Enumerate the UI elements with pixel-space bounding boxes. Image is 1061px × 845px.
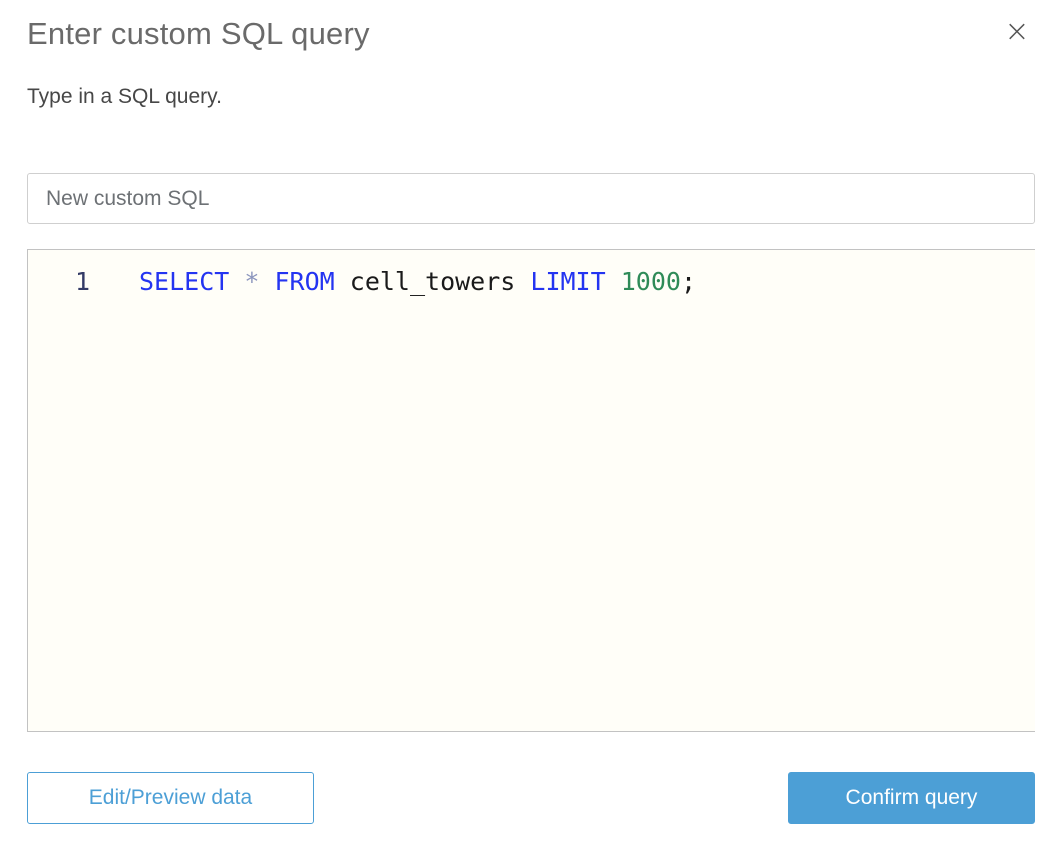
dialog-subtitle: Type in a SQL query.	[27, 85, 222, 108]
code-line: 1 SELECT * FROM cell_towers LIMIT 1000;	[28, 265, 1035, 299]
edit-preview-data-button[interactable]: Edit/Preview data	[27, 772, 314, 824]
sql-code-editor[interactable]: 1 SELECT * FROM cell_towers LIMIT 1000;	[27, 249, 1035, 732]
dialog-title: Enter custom SQL query	[27, 16, 370, 51]
code-lines: 1 SELECT * FROM cell_towers LIMIT 1000;	[28, 265, 1035, 299]
close-icon[interactable]: ×	[999, 14, 1035, 50]
confirm-query-button[interactable]: Confirm query	[788, 772, 1035, 824]
query-name-input[interactable]	[27, 173, 1035, 224]
code-text: SELECT * FROM cell_towers LIMIT 1000;	[139, 267, 696, 296]
line-number: 1	[74, 267, 90, 296]
